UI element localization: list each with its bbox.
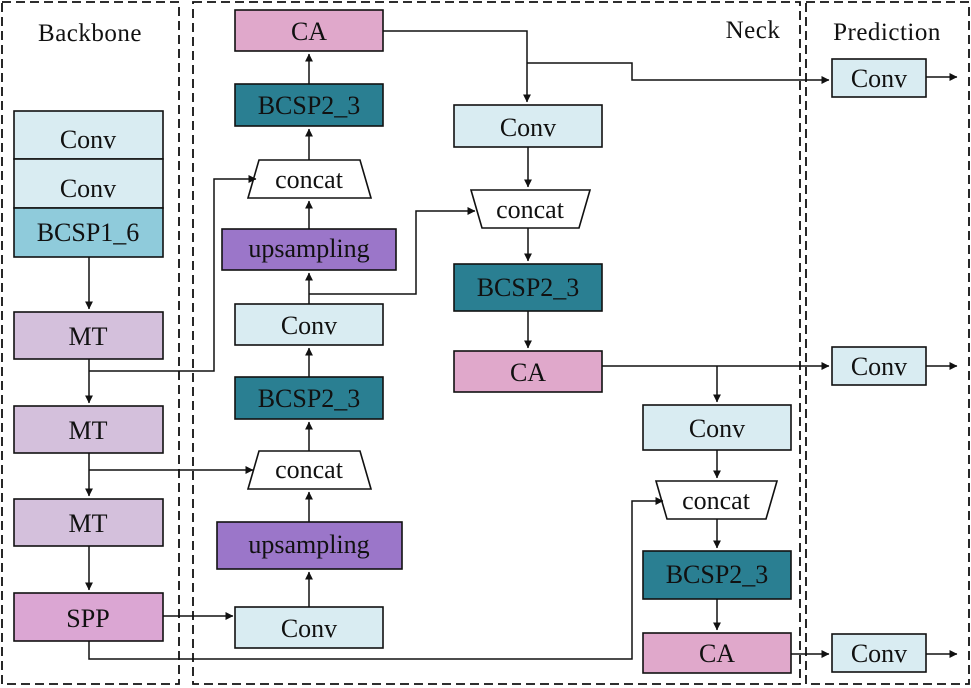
- neck-bcsp2-3-3-block: BCSP2_3: [642, 550, 792, 600]
- backbone-spp-block: SPP: [13, 592, 164, 642]
- pred-conv-1-block: Conv: [831, 58, 927, 98]
- neck-conv-mid-label: Conv: [281, 311, 337, 340]
- neck-upsampling-bottom-block: upsampling: [216, 521, 403, 570]
- neck-bcsp2-3-2-label: BCSP2_3: [477, 273, 580, 302]
- backbone-mt-1-label: MT: [69, 322, 108, 351]
- neck-ca-top-label: CA: [291, 17, 327, 46]
- arrow-mt1-to-concat-top: [89, 175, 257, 372]
- neck-upsampling-top-label: upsampling: [248, 234, 369, 263]
- neck-conv-mid-block: Conv: [234, 303, 384, 346]
- neck-conv-3-block: Conv: [642, 404, 792, 451]
- neck-conv-2-label: Conv: [500, 113, 556, 142]
- neck-conv-bottom-block: Conv: [234, 606, 384, 649]
- prediction-frame: [805, 1, 970, 685]
- backbone-conv-2-label: Conv: [60, 174, 116, 203]
- arrow-spp-to-concat-3: [88, 497, 664, 660]
- neck-concat-3-label: concat: [682, 486, 751, 515]
- backbone-bcsp1-6-block: BCSP1_6: [13, 207, 164, 258]
- neck-bcsp2-3-mid-label: BCSP2_3: [258, 384, 361, 413]
- neck-conv-bottom-label: Conv: [281, 614, 337, 643]
- neck-ca-top-block: CA: [234, 9, 384, 52]
- neck-concat-2-block: concat: [469, 189, 592, 229]
- backbone-conv-1-label: Conv: [60, 125, 116, 154]
- neck-ca-3-label: CA: [699, 639, 735, 668]
- arrow-conv-mid-to-concat-2: [309, 207, 476, 295]
- neck-concat-mid-label: concat: [275, 455, 344, 484]
- neck-bcsp2-3-top-block: BCSP2_3: [234, 83, 384, 127]
- neck-bcsp2-3-top-label: BCSP2_3: [258, 91, 361, 120]
- arrow-ca-top-to-pred-1: [527, 62, 830, 84]
- pred-conv-3-block: Conv: [831, 633, 927, 673]
- neck-concat-top-block: concat: [246, 159, 373, 199]
- backbone-mt-2-block: MT: [13, 405, 164, 454]
- backbone-mt-3-label: MT: [69, 509, 108, 538]
- neck-conv-3-label: Conv: [689, 414, 745, 443]
- backbone-title: Backbone: [38, 20, 142, 47]
- neck-ca-2-block: CA: [453, 350, 603, 393]
- neck-bcsp2-3-3-label: BCSP2_3: [666, 560, 769, 589]
- neck-conv-2-block: Conv: [453, 104, 603, 148]
- backbone-conv-2-block: Conv: [13, 158, 164, 209]
- neck-ca-2-label: CA: [510, 358, 546, 387]
- prediction-title: Prediction: [833, 19, 941, 46]
- arrow-ca-top-to-conv-2: [383, 30, 531, 103]
- pred-conv-3-label: Conv: [851, 639, 907, 668]
- backbone-spp-label: SPP: [66, 604, 109, 633]
- backbone-conv-1-block: Conv: [13, 110, 164, 160]
- pred-conv-2-block: Conv: [831, 346, 927, 386]
- backbone-mt-2-label: MT: [69, 416, 108, 445]
- pred-conv-1-label: Conv: [851, 64, 907, 93]
- neck-ca-3-block: CA: [642, 632, 792, 674]
- neck-bcsp2-3-mid-block: BCSP2_3: [234, 376, 384, 420]
- neck-upsampling-top-block: upsampling: [221, 228, 397, 271]
- neck-concat-2-label: concat: [496, 195, 565, 224]
- backbone-mt-3-block: MT: [13, 498, 164, 547]
- backbone-frame: [1, 1, 180, 685]
- backbone-mt-1-block: MT: [13, 311, 164, 360]
- neck-concat-3-block: concat: [654, 480, 779, 520]
- neck-upsampling-bottom-label: upsampling: [248, 530, 369, 559]
- neck-bcsp2-3-2-block: BCSP2_3: [453, 263, 603, 312]
- neck-concat-top-label: concat: [275, 165, 344, 194]
- neck-title: Neck: [726, 17, 781, 44]
- backbone-bcsp1-6-label: BCSP1_6: [37, 218, 140, 247]
- pred-conv-2-label: Conv: [851, 352, 907, 381]
- neck-concat-mid-block: concat: [246, 450, 373, 490]
